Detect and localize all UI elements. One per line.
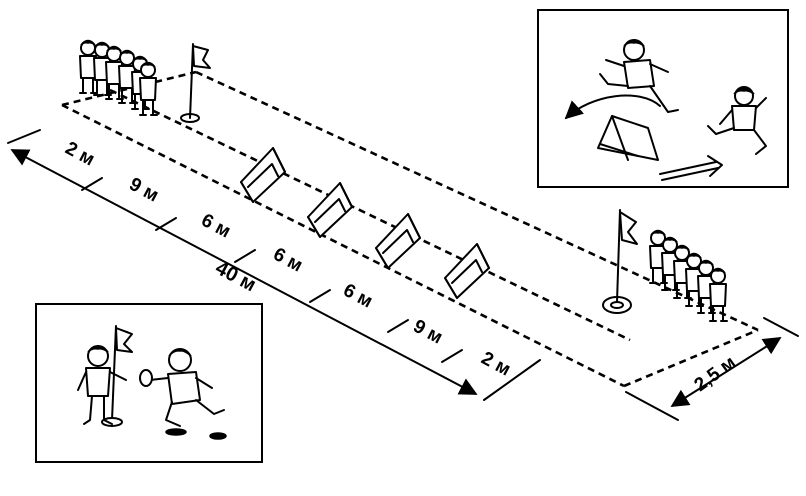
inset-baton-pass [35,303,263,463]
hurdle-1 [240,147,286,203]
segment-label-4: 6 м [270,244,306,277]
team-finish [649,229,728,322]
hurdles [240,147,490,299]
segment-dimension: 2 м 9 м 6 м 6 м 6 м 9 м 2 м 40 м [7,129,541,401]
hurdle-2 [307,182,353,238]
segment-label-2: 9 м [126,174,162,207]
segment-label-5: 6 м [340,280,376,313]
finish-flag [602,209,638,314]
hurdle-4 [444,243,490,299]
segment-label-1: 2 м [62,138,98,171]
total-length-label: 40 м [212,257,260,296]
start-flag [180,43,211,123]
segment-ticks [7,129,541,401]
width-label: 2,5 м [691,352,740,396]
inset-hurdle-jump [537,9,789,188]
segment-label-3: 6 м [198,210,234,243]
team-start [79,39,158,116]
segment-label-6: 9 м [410,316,446,349]
segment-label-7: 2 м [478,348,514,381]
width-dimension: 2,5 м [625,317,799,421]
